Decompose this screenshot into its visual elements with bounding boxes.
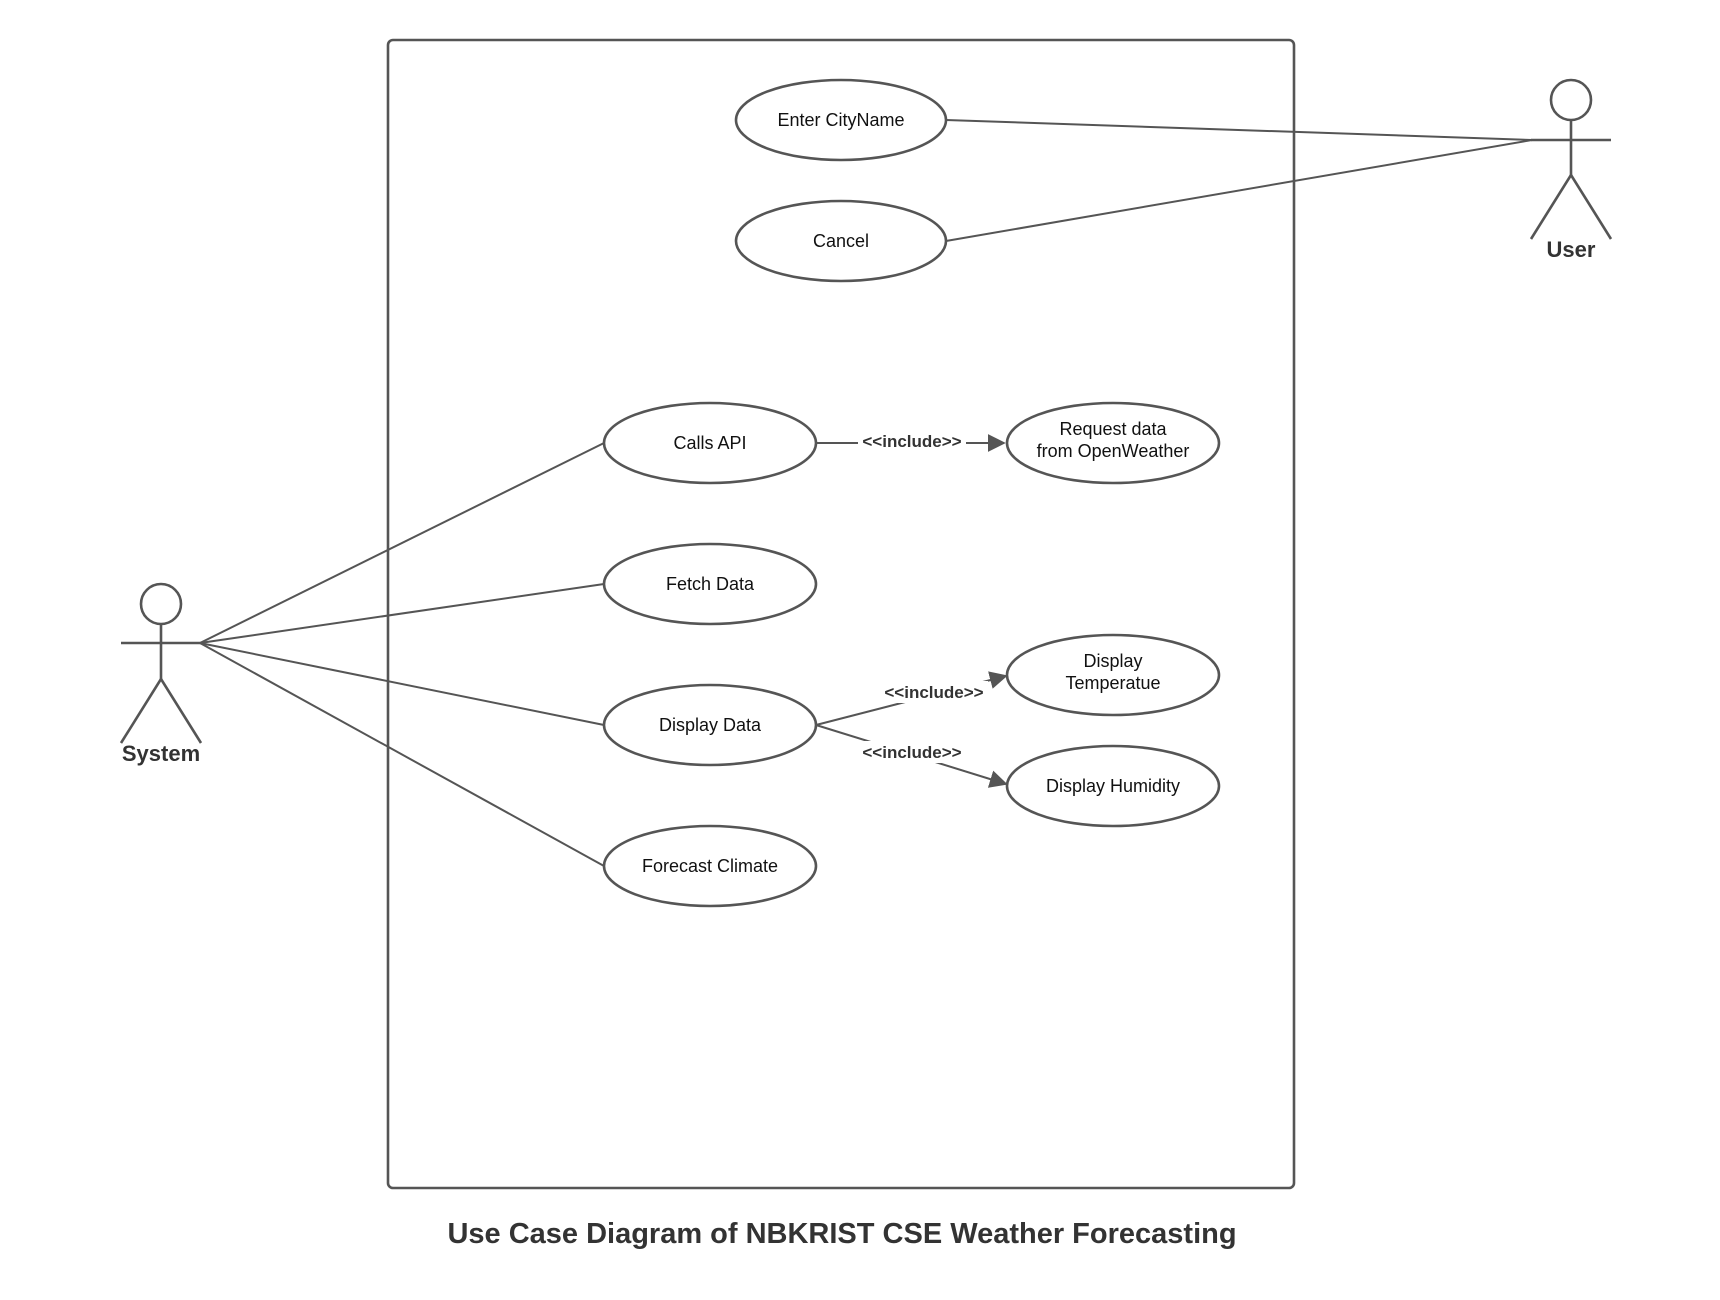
assoc-system-calls-api	[199, 442, 605, 644]
actor-label: User	[1547, 237, 1596, 262]
use-case-display-humidity[interactable]: Display Humidity	[1005, 744, 1221, 828]
include-label-bg-humidity	[858, 741, 966, 763]
use-case-request-data[interactable]: Request data from OpenWeather	[1005, 401, 1221, 485]
actor-user[interactable]: User	[1529, 78, 1613, 262]
use-case-label-line-2: Temperatue	[1065, 673, 1160, 693]
assoc-user-cancel	[945, 139, 1533, 242]
assoc-system-fetch-data	[199, 583, 605, 644]
include-label-bg-temp	[880, 681, 988, 703]
assoc-user-enter-city	[945, 119, 1533, 141]
use-case-display-temperature[interactable]: Display Temperatue	[1005, 633, 1221, 717]
use-case-label-line-2: from OpenWeather	[1037, 441, 1190, 461]
use-case-forecast-climate[interactable]: Forecast Climate	[602, 824, 818, 908]
diagram-title: Use Case Diagram of NBKRIST CSE Weather …	[447, 1218, 1236, 1250]
use-case-label: Calls API	[673, 433, 746, 453]
associations	[199, 119, 1533, 867]
use-case-enter-city[interactable]: Enter CityName	[734, 78, 948, 162]
use-case-label: Fetch Data	[666, 574, 755, 594]
include-label-humidity: <<include>>	[862, 743, 961, 762]
actor-system[interactable]: System	[119, 582, 203, 766]
use-case-label: Enter CityName	[777, 110, 904, 130]
use-case-label-line-1: Display	[1083, 651, 1142, 671]
assoc-system-forecast	[199, 642, 605, 867]
use-case-display-data[interactable]: Display Data	[602, 683, 818, 767]
use-case-label: Forecast Climate	[642, 856, 778, 876]
stick-figure-icon	[119, 582, 203, 744]
assoc-system-display-data	[199, 642, 605, 726]
use-case-label-line-1: Request data	[1059, 419, 1167, 439]
include-label-api: <<include>>	[862, 432, 961, 451]
stick-figure-icon	[1529, 78, 1613, 240]
use-case-label: Cancel	[813, 231, 869, 251]
include-relations: <<include>> <<include>> <<include>>	[815, 430, 1008, 788]
use-case-label: Display Data	[659, 715, 762, 735]
include-label-bg-api	[858, 430, 966, 452]
use-case-calls-api[interactable]: Calls API	[602, 401, 818, 485]
use-case-label: Display Humidity	[1046, 776, 1180, 796]
use-case-fetch-data[interactable]: Fetch Data	[602, 542, 818, 626]
include-label-temp: <<include>>	[884, 683, 983, 702]
use-case-cancel[interactable]: Cancel	[734, 199, 948, 283]
system-boundary	[386, 38, 1296, 1190]
actor-label: System	[122, 741, 200, 766]
